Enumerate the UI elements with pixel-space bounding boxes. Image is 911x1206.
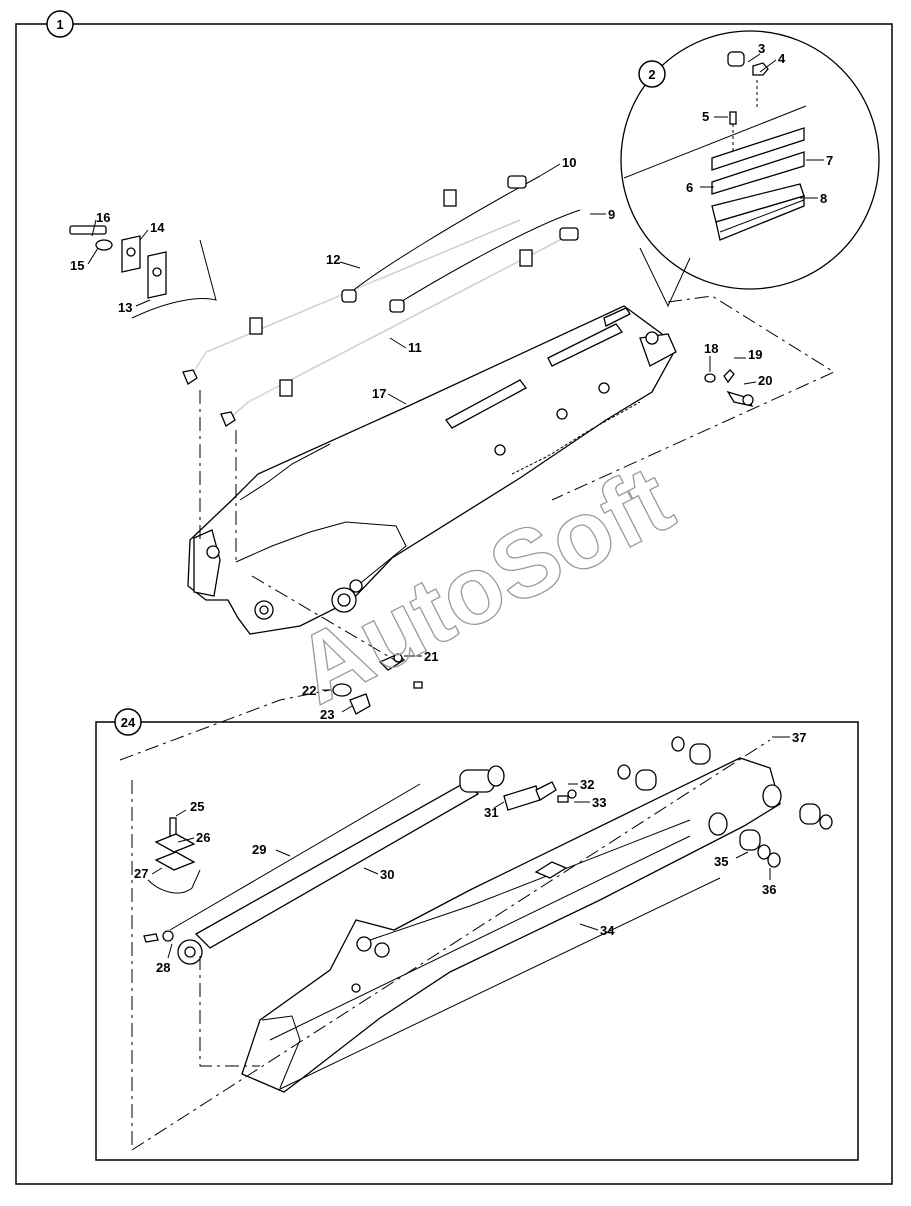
callout-23: 23: [320, 707, 334, 722]
callout-10: 10: [562, 155, 576, 170]
callout-19: 19: [748, 347, 762, 362]
callout-labels: 3 4 5 6 7 8 9 10 11 12 13 14 15 16 17 18…: [70, 41, 833, 975]
main-boom-arm: [187, 305, 677, 635]
callout-35: 35: [714, 854, 728, 869]
projection-lines-top: [119, 295, 836, 761]
callout-14: 14: [150, 220, 165, 235]
callout-3: 3: [758, 41, 765, 56]
pin-parts-21-23: [332, 653, 423, 715]
hydraulic-lines: [182, 175, 581, 427]
projection-lines-inset: [131, 739, 771, 1151]
group-marker-24: 24: [114, 708, 142, 736]
clamp-parts-13-16: [69, 225, 217, 319]
leader-lines: [87, 53, 824, 959]
detail-view-2: [620, 30, 880, 308]
callout-30: 30: [380, 867, 394, 882]
callout-34: 34: [600, 923, 615, 938]
callout-28: 28: [156, 960, 170, 975]
group-label-2: 2: [648, 67, 655, 82]
callout-29: 29: [252, 842, 266, 857]
group-marker-1: 1: [46, 10, 74, 38]
callout-25: 25: [190, 799, 204, 814]
callout-9: 9: [608, 207, 615, 222]
group-marker-2: 2: [638, 60, 666, 88]
group-label-24: 24: [121, 715, 136, 730]
pin-parts-18-20: [704, 369, 754, 407]
callout-20: 20: [758, 373, 772, 388]
callout-6: 6: [686, 180, 693, 195]
callout-26: 26: [196, 830, 210, 845]
callout-32: 32: [580, 777, 594, 792]
group-label-1: 1: [56, 17, 63, 32]
callout-33: 33: [592, 795, 606, 810]
callout-21: 21: [424, 649, 438, 664]
callout-5: 5: [702, 109, 709, 124]
callout-4: 4: [778, 51, 786, 66]
callout-31: 31: [484, 805, 498, 820]
callout-36: 36: [762, 882, 776, 897]
callout-17: 17: [372, 386, 386, 401]
callout-11: 11: [408, 340, 422, 355]
callout-13: 13: [118, 300, 132, 315]
callout-15: 15: [70, 258, 84, 273]
callout-7: 7: [826, 153, 833, 168]
inset-arm-assembly: [143, 736, 833, 1093]
callout-27: 27: [134, 866, 148, 881]
callout-8: 8: [820, 191, 827, 206]
callout-22: 22: [302, 683, 316, 698]
callout-37: 37: [792, 730, 806, 745]
callout-16: 16: [96, 210, 110, 225]
outer-frame: [15, 23, 893, 1185]
callout-12: 12: [326, 252, 340, 267]
callout-18: 18: [704, 341, 718, 356]
